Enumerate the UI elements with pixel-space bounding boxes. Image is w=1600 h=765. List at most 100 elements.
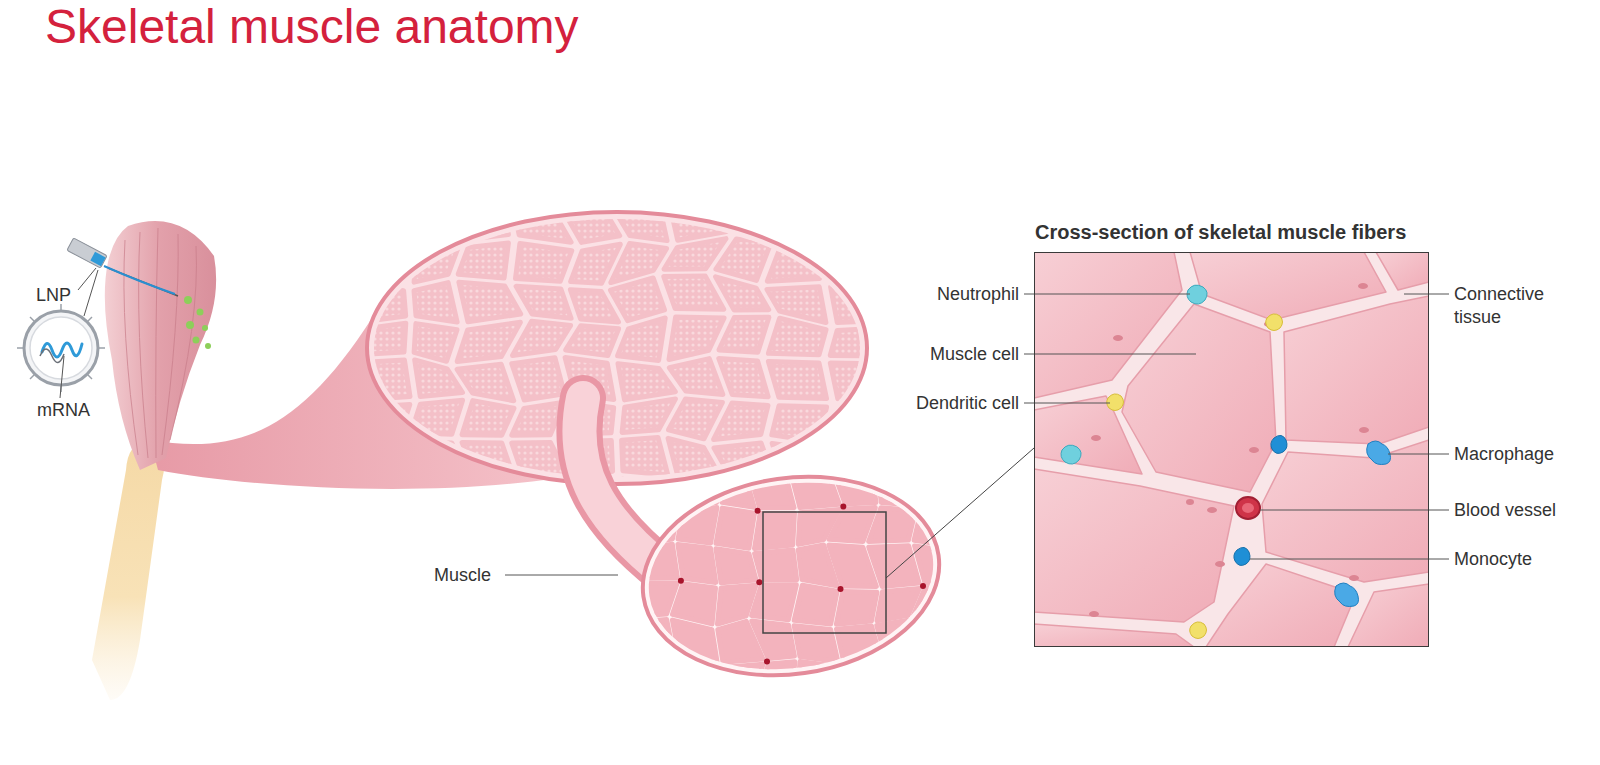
fascicle: [415, 360, 463, 397]
fascicle: [714, 403, 768, 439]
muscle-fiber: [913, 468, 954, 505]
zoom-leader: [886, 448, 1034, 578]
muscle-fibers: [632, 468, 1000, 698]
muscle-fiber: [950, 620, 999, 663]
cell-label: Muscle cell: [930, 343, 1019, 365]
muscle-fiber: [752, 621, 795, 659]
fascicle: [512, 199, 571, 242]
muscle-fiber: [913, 619, 961, 662]
fascicle: [768, 362, 826, 399]
fascicle: [414, 324, 457, 362]
capillary-dot: [755, 508, 761, 514]
capillary-dot: [678, 578, 684, 584]
cell-label: Macrophage: [1454, 443, 1554, 465]
fascicle: [618, 364, 675, 400]
particle-label: LNP: [36, 284, 71, 306]
fascicles: [356, 198, 938, 522]
fascicle: [462, 443, 512, 478]
fascicle: [566, 326, 619, 356]
fascicle: [831, 283, 883, 322]
tissue-label: Connective tissue: [1454, 283, 1572, 329]
fascicle: [767, 287, 826, 323]
fascicle: [359, 438, 407, 482]
fascicle: [622, 437, 668, 475]
muscle-fiber: [633, 583, 677, 617]
fascicle: [356, 285, 406, 322]
fascicle: [831, 244, 886, 278]
panel-heading: Cross-section of skeletal muscle fibers: [1035, 220, 1406, 244]
fascicle: [359, 404, 410, 433]
capillary-dot: [764, 658, 770, 664]
muscle-fiber: [834, 471, 876, 504]
muscle-fiber: [915, 546, 964, 586]
muscle-fiber: [797, 662, 838, 698]
fascicle: [668, 438, 722, 479]
fascicle: [719, 317, 769, 352]
fascicle: [358, 360, 410, 400]
leader-line: [505, 575, 618, 576]
magnified-panel: [1034, 252, 1429, 647]
capillary-dot: [675, 660, 681, 666]
injection-dots: [184, 296, 211, 349]
fascicle: [716, 239, 771, 281]
fascicle: [664, 276, 724, 309]
fascicle: [458, 243, 508, 278]
muscle-fiber: [717, 664, 763, 698]
muscle-fiber: [791, 473, 839, 508]
magnified-panel: Cross-section of skeletal muscle fibers: [1034, 252, 1429, 647]
muscle-fiber: [950, 585, 1000, 624]
muscle-fiber: [677, 665, 717, 694]
muscle-fiber: [869, 546, 919, 587]
muscle-fiber: [633, 620, 674, 660]
muscle-fiber: [794, 626, 838, 662]
humerus-bone: [92, 442, 164, 700]
muscle-fiber: [794, 585, 837, 624]
fascicle: [830, 328, 882, 356]
fascicle: [562, 203, 620, 243]
capillary-dot: [920, 583, 926, 589]
muscle-fiber: [678, 508, 717, 543]
fascicle: [830, 363, 884, 399]
muscle-fiber: [716, 549, 756, 583]
muscle-striations: [124, 228, 197, 458]
fascicle: [714, 443, 775, 482]
fascicle: [671, 202, 727, 241]
fascicle: [669, 317, 724, 359]
fascicle: [513, 321, 571, 355]
fascicle: [457, 364, 514, 400]
muscle-fiber: [669, 470, 717, 506]
muscle-fiber: [837, 626, 880, 661]
muscle-fiber: [913, 663, 962, 698]
part-label: Muscle: [434, 564, 491, 586]
capillary-dot: [916, 505, 922, 511]
cell-label: Neutrophil: [937, 283, 1019, 305]
muscle-fiber: [638, 510, 678, 544]
fascicle: [829, 407, 884, 442]
fascicle-cross-section: [630, 458, 952, 694]
fascicle: [516, 286, 571, 318]
muscle-fiber: [955, 468, 994, 503]
muscle-fiber: [833, 658, 879, 692]
fascicle: [772, 406, 827, 442]
fascicle: [717, 201, 772, 234]
fascicle: [356, 238, 407, 282]
fascicle: [512, 358, 565, 400]
fascicle: [358, 323, 406, 355]
fascicle: [411, 400, 463, 434]
muscle-fiber: [878, 470, 916, 505]
muscle-fiber: [718, 585, 756, 624]
muscle-fiber: [869, 508, 916, 542]
muscle-fiber: [749, 470, 794, 508]
fascicle: [768, 318, 826, 354]
capillary-dot: [838, 661, 844, 667]
fascicle: [716, 277, 769, 310]
muscle-fiber: [637, 469, 678, 506]
capillary-dot: [913, 657, 919, 663]
fascicle: [516, 481, 569, 522]
syringe: [67, 238, 178, 296]
fascicle: [409, 202, 458, 240]
fascicle: [876, 198, 927, 236]
fascicle: [414, 283, 457, 322]
cell-label: Monocyte: [1454, 548, 1532, 570]
muscle-fiber: [752, 585, 797, 620]
